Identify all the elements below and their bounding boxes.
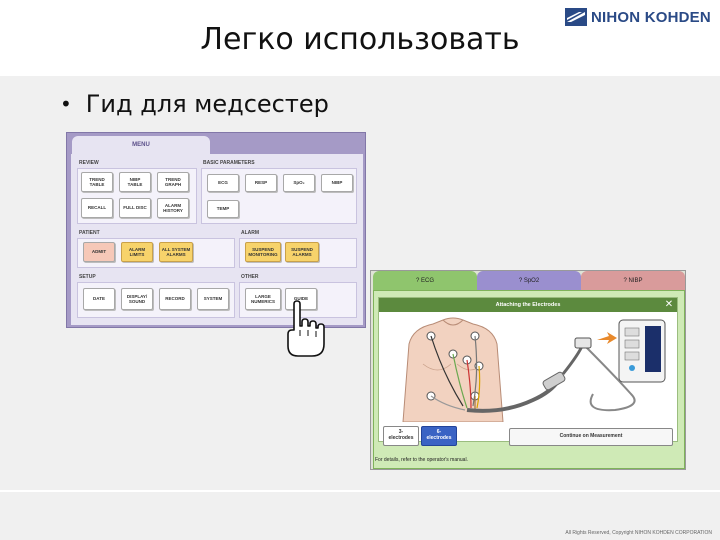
copyright-text: All Rights Reserved, Copyright NIHON KOH…	[565, 530, 712, 536]
section-patient: PATIENT	[79, 230, 100, 236]
suspend-monitoring-button[interactable]: SUSPEND MONITORING	[245, 242, 281, 262]
guide-screen: ? ECG ? SpO2 ? NIBP Attaching the Electr…	[370, 270, 686, 470]
date-button[interactable]: DATE	[83, 288, 115, 310]
resp-button[interactable]: RESP	[245, 174, 277, 192]
tab-spo2-guide[interactable]: ? SpO2	[477, 271, 581, 291]
tab-nibp-guide[interactable]: ? NIBP	[581, 271, 685, 291]
spo2-button[interactable]: SpO₂	[283, 174, 315, 192]
admit-button[interactable]: ADMIT	[83, 242, 115, 262]
nibp-table-button[interactable]: NIBP TABLE	[119, 172, 151, 192]
section-alarm: ALARM	[241, 230, 260, 236]
three-electrodes-button[interactable]: 3- electrodes	[383, 426, 419, 446]
record-button[interactable]: RECORD	[159, 288, 191, 310]
section-basic-parameters: BASIC PARAMETERS	[203, 160, 255, 166]
section-review: REVIEW	[79, 160, 99, 166]
section-setup: SETUP	[79, 274, 96, 280]
system-button[interactable]: SYSTEM	[197, 288, 229, 310]
alarm-history-button[interactable]: ALARM HISTORY	[157, 198, 189, 218]
guide-footnote: For details, refer to the operator's man…	[375, 457, 468, 463]
all-alarms-button[interactable]: ALL SYSTEM ALARMS	[159, 242, 193, 262]
footer-band	[0, 492, 720, 540]
bullet-dot: •	[60, 92, 72, 116]
section-other: OTHER	[241, 274, 259, 280]
tab-ecg-guide[interactable]: ? ECG	[373, 271, 477, 291]
close-icon[interactable]: ✕	[664, 299, 674, 310]
temp-button[interactable]: TEMP	[207, 200, 239, 218]
logo-text: NIHON KOHDEN	[591, 8, 711, 26]
menu-body: REVIEW BASIC PARAMETERS TREND TABLE NIBP…	[71, 154, 363, 325]
bullet-item: • Гид для медсестер	[60, 90, 329, 118]
large-numerics-button[interactable]: LARGE NUMERICS	[245, 288, 281, 310]
trend-graph-button[interactable]: TREND GRAPH	[157, 172, 189, 192]
display-sound-button[interactable]: DISPLAY/ SOUND	[121, 288, 153, 310]
full-disc-button[interactable]: FULL DISC	[119, 198, 151, 218]
logo-mark-icon	[565, 8, 587, 26]
continue-measurement-button[interactable]: Continue on Measurement	[509, 428, 673, 446]
guide-header-title: Attaching the Electrodes	[495, 302, 561, 308]
menu-tab[interactable]: MENU	[71, 135, 211, 155]
electrode-attachment-illustration	[402, 317, 666, 422]
guide-button[interactable]: GUIDE	[285, 288, 317, 310]
slide-title: Легко использовать	[200, 22, 520, 57]
trend-table-button[interactable]: TREND TABLE	[81, 172, 113, 192]
company-logo: NIHON KOHDEN	[565, 8, 711, 26]
recall-button[interactable]: RECALL	[81, 198, 113, 218]
suspend-alarms-button[interactable]: SUSPEND ALARMS	[285, 242, 319, 262]
six-electrodes-button[interactable]: 6- electrodes	[421, 426, 457, 446]
alarm-limits-button[interactable]: ALARM LIMITS	[121, 242, 153, 262]
guide-panel: Attaching the Electrodes ✕	[373, 290, 685, 469]
menu-screen: MENU REVIEW BASIC PARAMETERS TREND TABLE…	[66, 132, 366, 328]
nibp-button[interactable]: NIBP	[321, 174, 353, 192]
bullet-text: Гид для медсестер	[85, 90, 329, 118]
hand-pointer-icon	[287, 300, 325, 357]
ecg-button[interactable]: ECG	[207, 174, 239, 192]
guide-header: Attaching the Electrodes	[379, 298, 677, 312]
guide-content: Attaching the Electrodes ✕	[378, 297, 678, 446]
